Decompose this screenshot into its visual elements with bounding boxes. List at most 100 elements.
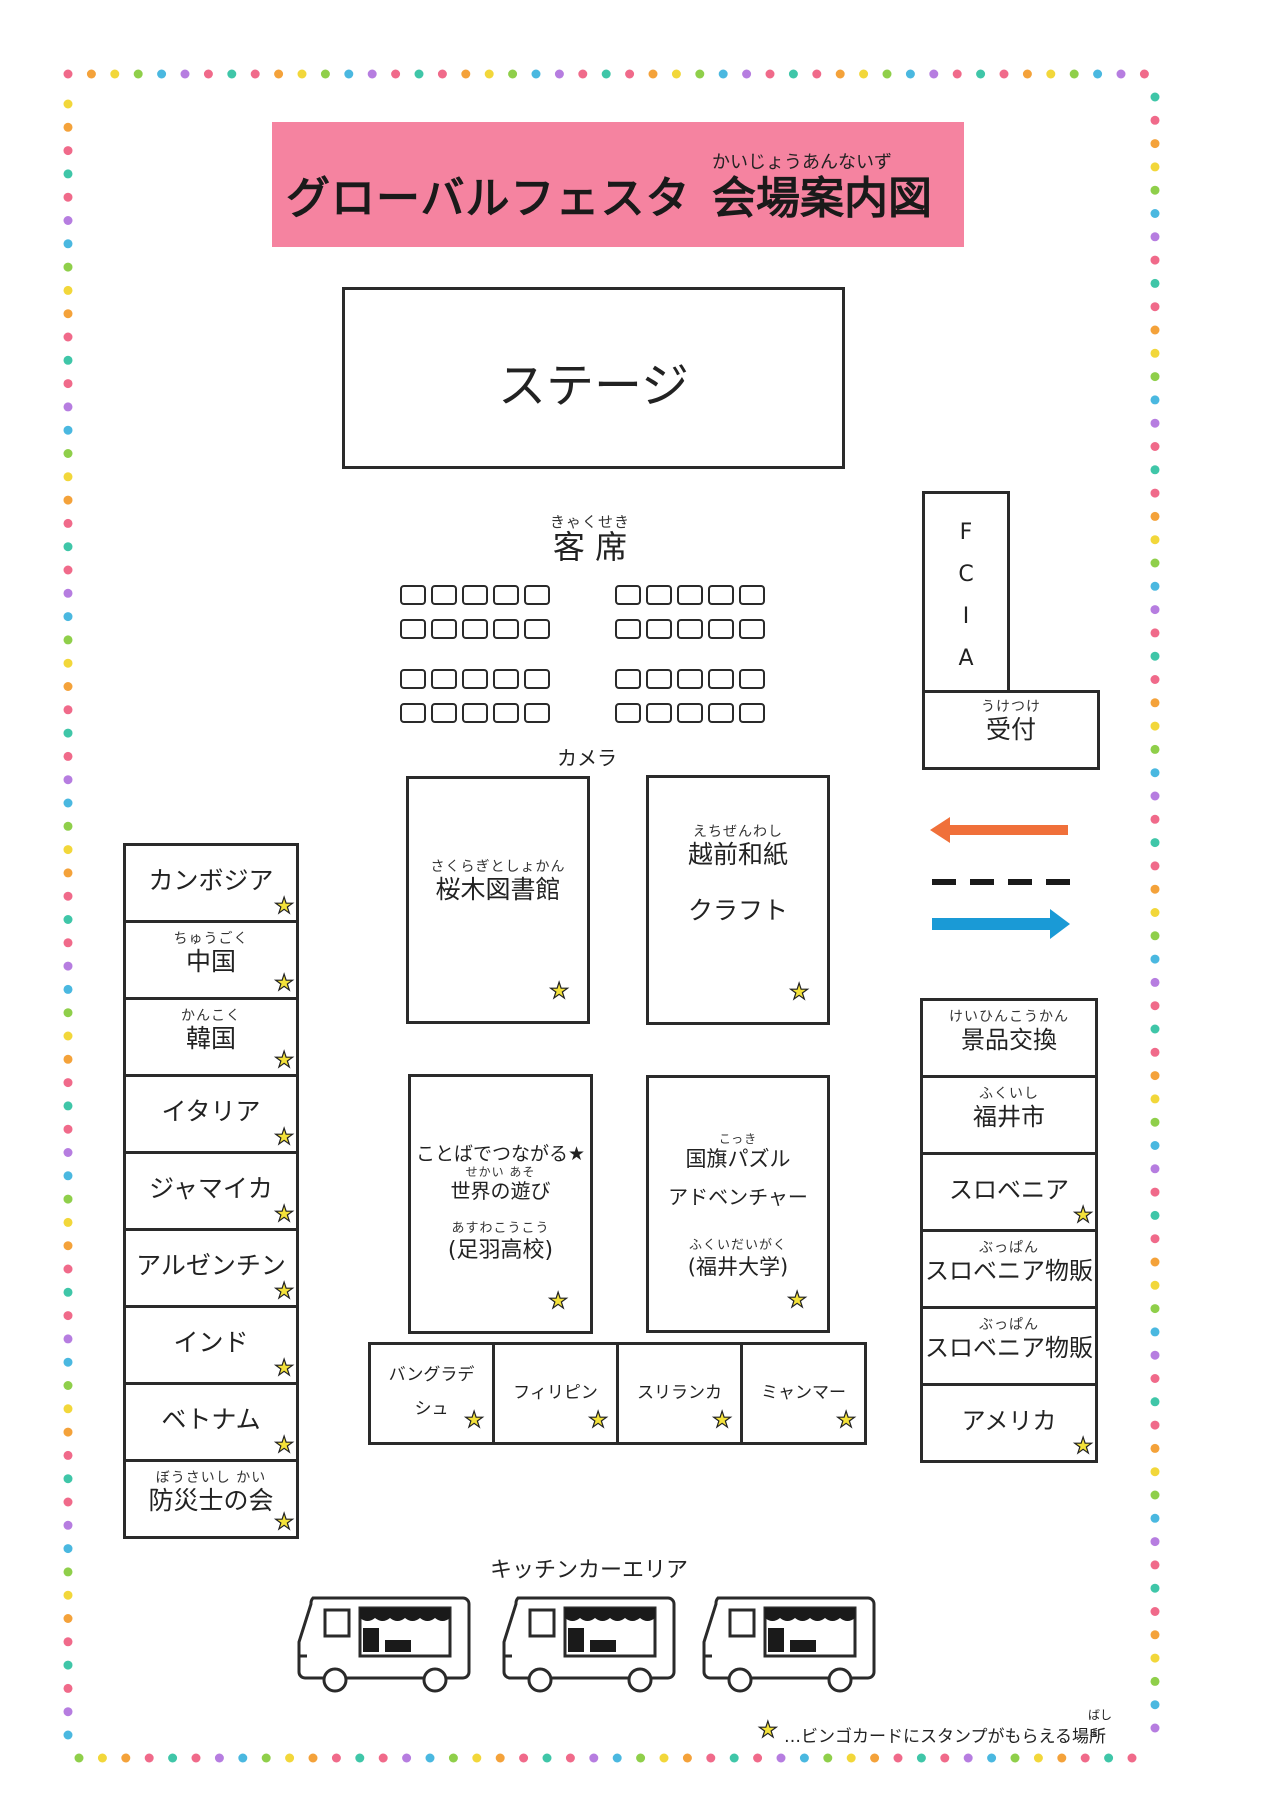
bottom-booth-cell: スリランカ ★	[616, 1342, 743, 1445]
border-dot	[1150, 232, 1160, 242]
border-dot	[963, 1753, 973, 1763]
booth-label: 韓国	[185, 1024, 236, 1053]
bottom-booth-label: フィリピン	[513, 1383, 598, 1403]
border-dot	[1150, 162, 1160, 172]
border-dot	[1150, 1327, 1160, 1337]
border-dot	[227, 69, 237, 79]
border-dot	[1046, 69, 1056, 79]
border-dot	[484, 69, 494, 79]
fcia-letter: I	[962, 604, 970, 629]
border-dot	[729, 1753, 739, 1763]
border-dot	[63, 262, 73, 272]
border-dot	[63, 798, 73, 808]
border-dot	[344, 69, 354, 79]
booth-label: アメリカ	[961, 1407, 1057, 1435]
border-dot	[63, 192, 73, 202]
star-icon: ★	[274, 1125, 295, 1150]
border-dot	[191, 1753, 201, 1763]
border-dot	[1150, 92, 1160, 102]
border-dot	[157, 69, 167, 79]
border-dot	[1116, 69, 1126, 79]
star-icon: ★	[1073, 1434, 1094, 1459]
border-dot	[870, 1753, 880, 1763]
fcia-letter: F	[959, 520, 973, 545]
border-dot	[63, 542, 73, 552]
star-icon: ★	[712, 1408, 733, 1433]
kotoba-line2: 世界の遊び	[450, 1179, 551, 1203]
border-dot	[976, 69, 986, 79]
border-dot	[63, 472, 73, 482]
border-dot	[355, 1753, 365, 1763]
border-dot	[1150, 1304, 1160, 1314]
border-dot	[274, 69, 284, 79]
booth-ruby: ぶっぱん	[979, 1317, 1039, 1333]
border-dot	[1150, 1280, 1160, 1290]
border-dot	[835, 69, 845, 79]
border-dot	[1150, 1234, 1160, 1244]
star-icon: ★	[588, 1408, 609, 1433]
title-sub-ruby: かいじょうあんないず	[712, 152, 892, 173]
border-dot	[63, 1031, 73, 1041]
border-dot	[1150, 255, 1160, 265]
border-dot	[63, 1730, 73, 1740]
border-dot	[495, 1753, 505, 1763]
border-dot	[1150, 209, 1160, 218]
orange-arrow-icon	[930, 817, 1068, 843]
border-dot	[940, 1753, 950, 1763]
border-dot	[180, 69, 190, 79]
border-dot	[63, 588, 73, 598]
border-dot	[63, 1474, 73, 1484]
booth-cell: イタリア★	[123, 1074, 299, 1154]
border-dot	[1150, 1723, 1160, 1733]
border-dot	[1150, 1164, 1160, 1174]
border-dot	[168, 1753, 178, 1763]
border-dot	[63, 309, 73, 319]
border-dot	[1150, 558, 1160, 568]
border-dot	[63, 961, 73, 971]
border-dot	[542, 1753, 552, 1763]
border-dot	[1150, 675, 1160, 684]
booth-cell: ぶっぱんスロベニア物販	[920, 1306, 1098, 1386]
booth-label: インド	[173, 1328, 249, 1357]
border-dot	[110, 69, 120, 79]
border-dot	[63, 146, 73, 156]
kotoba-line1: ことばでつながる★	[415, 1143, 586, 1165]
border-dot	[1150, 861, 1160, 871]
bottom-booth-cell: バングラデシュ★	[368, 1342, 495, 1445]
border-dot	[63, 1381, 73, 1390]
border-dot	[63, 402, 73, 412]
border-dot	[706, 1753, 716, 1763]
border-dot	[402, 1753, 412, 1763]
border-dot	[63, 821, 73, 831]
border-dot	[671, 69, 681, 79]
border-dot	[63, 728, 73, 738]
border-dot	[1150, 1024, 1160, 1034]
border-dot	[378, 1753, 388, 1763]
border-dot	[1150, 977, 1160, 987]
border-dot	[461, 69, 471, 79]
border-dot	[63, 355, 73, 365]
food-truck-icon	[502, 1596, 676, 1693]
border-dot	[589, 1753, 599, 1763]
border-dot	[554, 69, 564, 79]
star-icon: ★	[274, 1356, 295, 1381]
washi-ruby: えちぜんわし	[693, 824, 783, 840]
border-dot	[1150, 1607, 1160, 1616]
border-dot	[1150, 1537, 1160, 1547]
border-dot	[1150, 1187, 1160, 1197]
border-dot	[63, 1148, 73, 1157]
border-dot	[799, 1753, 809, 1763]
flag-ruby1: こっき	[718, 1132, 758, 1146]
booth-label: スロベニア物販	[925, 1334, 1093, 1362]
border-dot	[1150, 768, 1160, 778]
border-dot	[63, 845, 73, 855]
border-dot	[565, 1753, 575, 1763]
border-dot	[1150, 511, 1160, 521]
booth-label: 中国	[185, 947, 236, 976]
border-dot	[1150, 1001, 1160, 1011]
booth-label: ベトナム	[161, 1405, 261, 1434]
bottom-booth-label: スリランカ	[637, 1383, 722, 1403]
library-ruby: さくらぎとしょかん	[430, 859, 566, 875]
border-dot	[63, 1008, 73, 1018]
fcia-letter: C	[958, 562, 974, 587]
